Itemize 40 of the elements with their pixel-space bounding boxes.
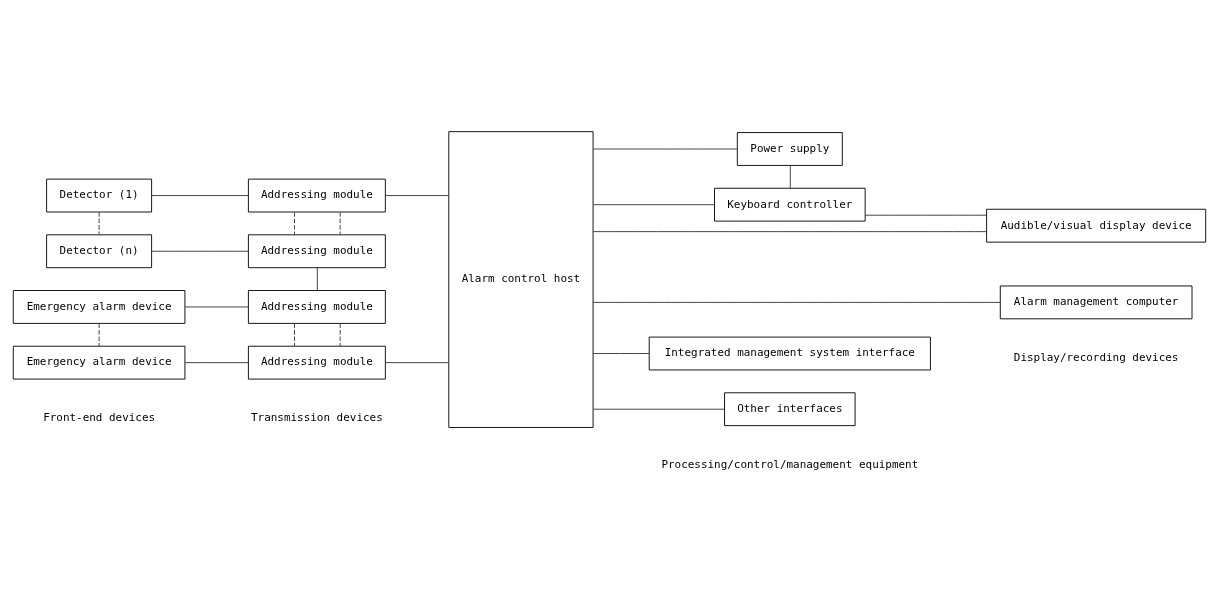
node-box: Addressing module <box>247 290 386 324</box>
label: Transmission devices <box>251 411 383 425</box>
connector <box>592 148 738 150</box>
connector <box>789 165 791 189</box>
connector <box>592 301 1001 303</box>
node-box: Detector (1) <box>46 178 153 213</box>
node-box: Alarm management computer <box>999 285 1193 320</box>
connector <box>592 408 725 410</box>
connector <box>294 211 295 235</box>
node-box: Power supply <box>736 132 843 166</box>
label: Front-end devices <box>43 411 156 425</box>
node-box: Addressing module <box>247 178 386 213</box>
node-box: Emergency alarm device <box>12 290 186 324</box>
node-box: Addressing module <box>247 345 386 380</box>
node-box: Other interfaces <box>724 392 856 427</box>
node-box: Detector (n) <box>46 234 153 269</box>
connector <box>184 362 249 364</box>
connector <box>98 323 100 347</box>
connector <box>98 211 100 235</box>
connector <box>151 250 249 252</box>
connector <box>151 195 249 197</box>
connector <box>339 323 341 347</box>
connector <box>592 231 988 233</box>
label: Display/recording devices <box>1013 350 1179 364</box>
connector <box>592 204 715 206</box>
connector <box>316 267 318 291</box>
connector <box>864 214 987 216</box>
connector <box>384 195 450 197</box>
node-box: Emergency alarm device <box>12 345 186 380</box>
label: Processing/control/management equipment <box>661 457 919 471</box>
connector <box>384 362 450 364</box>
connector <box>592 353 650 354</box>
connector <box>294 323 295 347</box>
node-box: Integrated management system interface <box>648 336 931 371</box>
connector <box>184 306 249 308</box>
node-box: Addressing module <box>247 234 386 269</box>
node-box: Audible/visual display device <box>986 208 1207 243</box>
node-box: Alarm control host <box>448 131 594 428</box>
node-box: Keyboard controller <box>714 187 866 222</box>
connector <box>339 211 341 235</box>
